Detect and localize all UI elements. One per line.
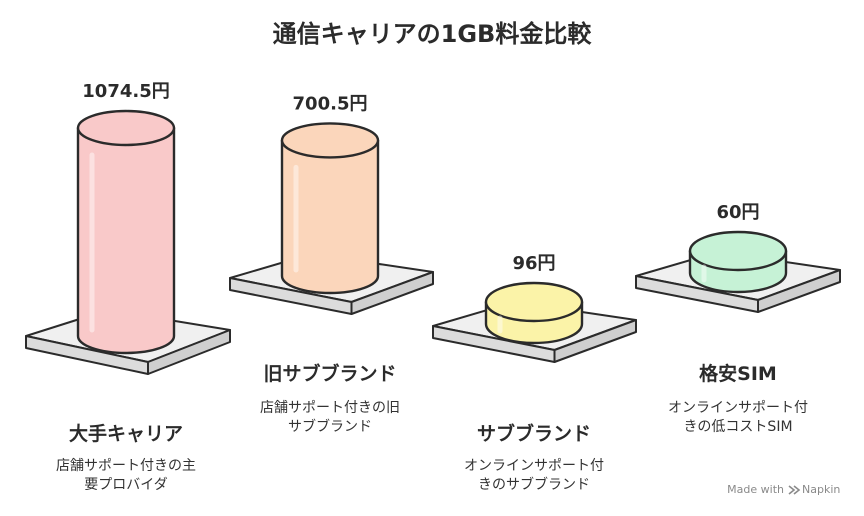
- credit-text: Made with: [727, 483, 784, 496]
- value-label: 700.5円: [293, 93, 368, 114]
- value-label: 1074.5円: [82, 81, 169, 102]
- category-description: きのサブブランド: [478, 476, 590, 493]
- napkin-icon: [788, 485, 801, 495]
- bar-top: [76, 109, 176, 147]
- category-label: 格安SIM: [699, 362, 777, 385]
- category-label: 旧サブブランド: [263, 362, 396, 385]
- bar-body: [280, 139, 380, 295]
- bar-top: [688, 230, 788, 272]
- category-label: サブブランド: [477, 422, 591, 445]
- bar-top: [484, 281, 584, 323]
- bar-top: [280, 122, 380, 159]
- pedestal-side: [350, 271, 434, 315]
- bar-body: [76, 126, 176, 355]
- category-label: 大手キャリア: [69, 422, 183, 445]
- pedestal-side: [757, 269, 841, 313]
- chart-title: 通信キャリアの1GB料金比較: [273, 20, 593, 48]
- category-description: 店舗サポート付きの主: [56, 458, 196, 474]
- value-label: 60円: [716, 202, 759, 223]
- pedestal-side: [147, 329, 231, 375]
- pedestal-side: [553, 319, 637, 363]
- category-description: オンラインサポート付: [668, 400, 808, 416]
- category-description: 要プロバイダ: [84, 477, 167, 493]
- credit-brand: Napkin: [802, 483, 840, 496]
- category-description: オンラインサポート付: [464, 458, 604, 474]
- category-description: 店舗サポート付きの旧: [260, 400, 400, 416]
- bars-group: 1074.5円大手キャリア店舗サポート付きの主要プロバイダ700.5円旧サブブラ…: [25, 81, 841, 493]
- category-description: きの低コストSIM: [683, 419, 792, 435]
- category-description: サブブランド: [288, 418, 372, 435]
- value-label: 96円: [512, 253, 555, 274]
